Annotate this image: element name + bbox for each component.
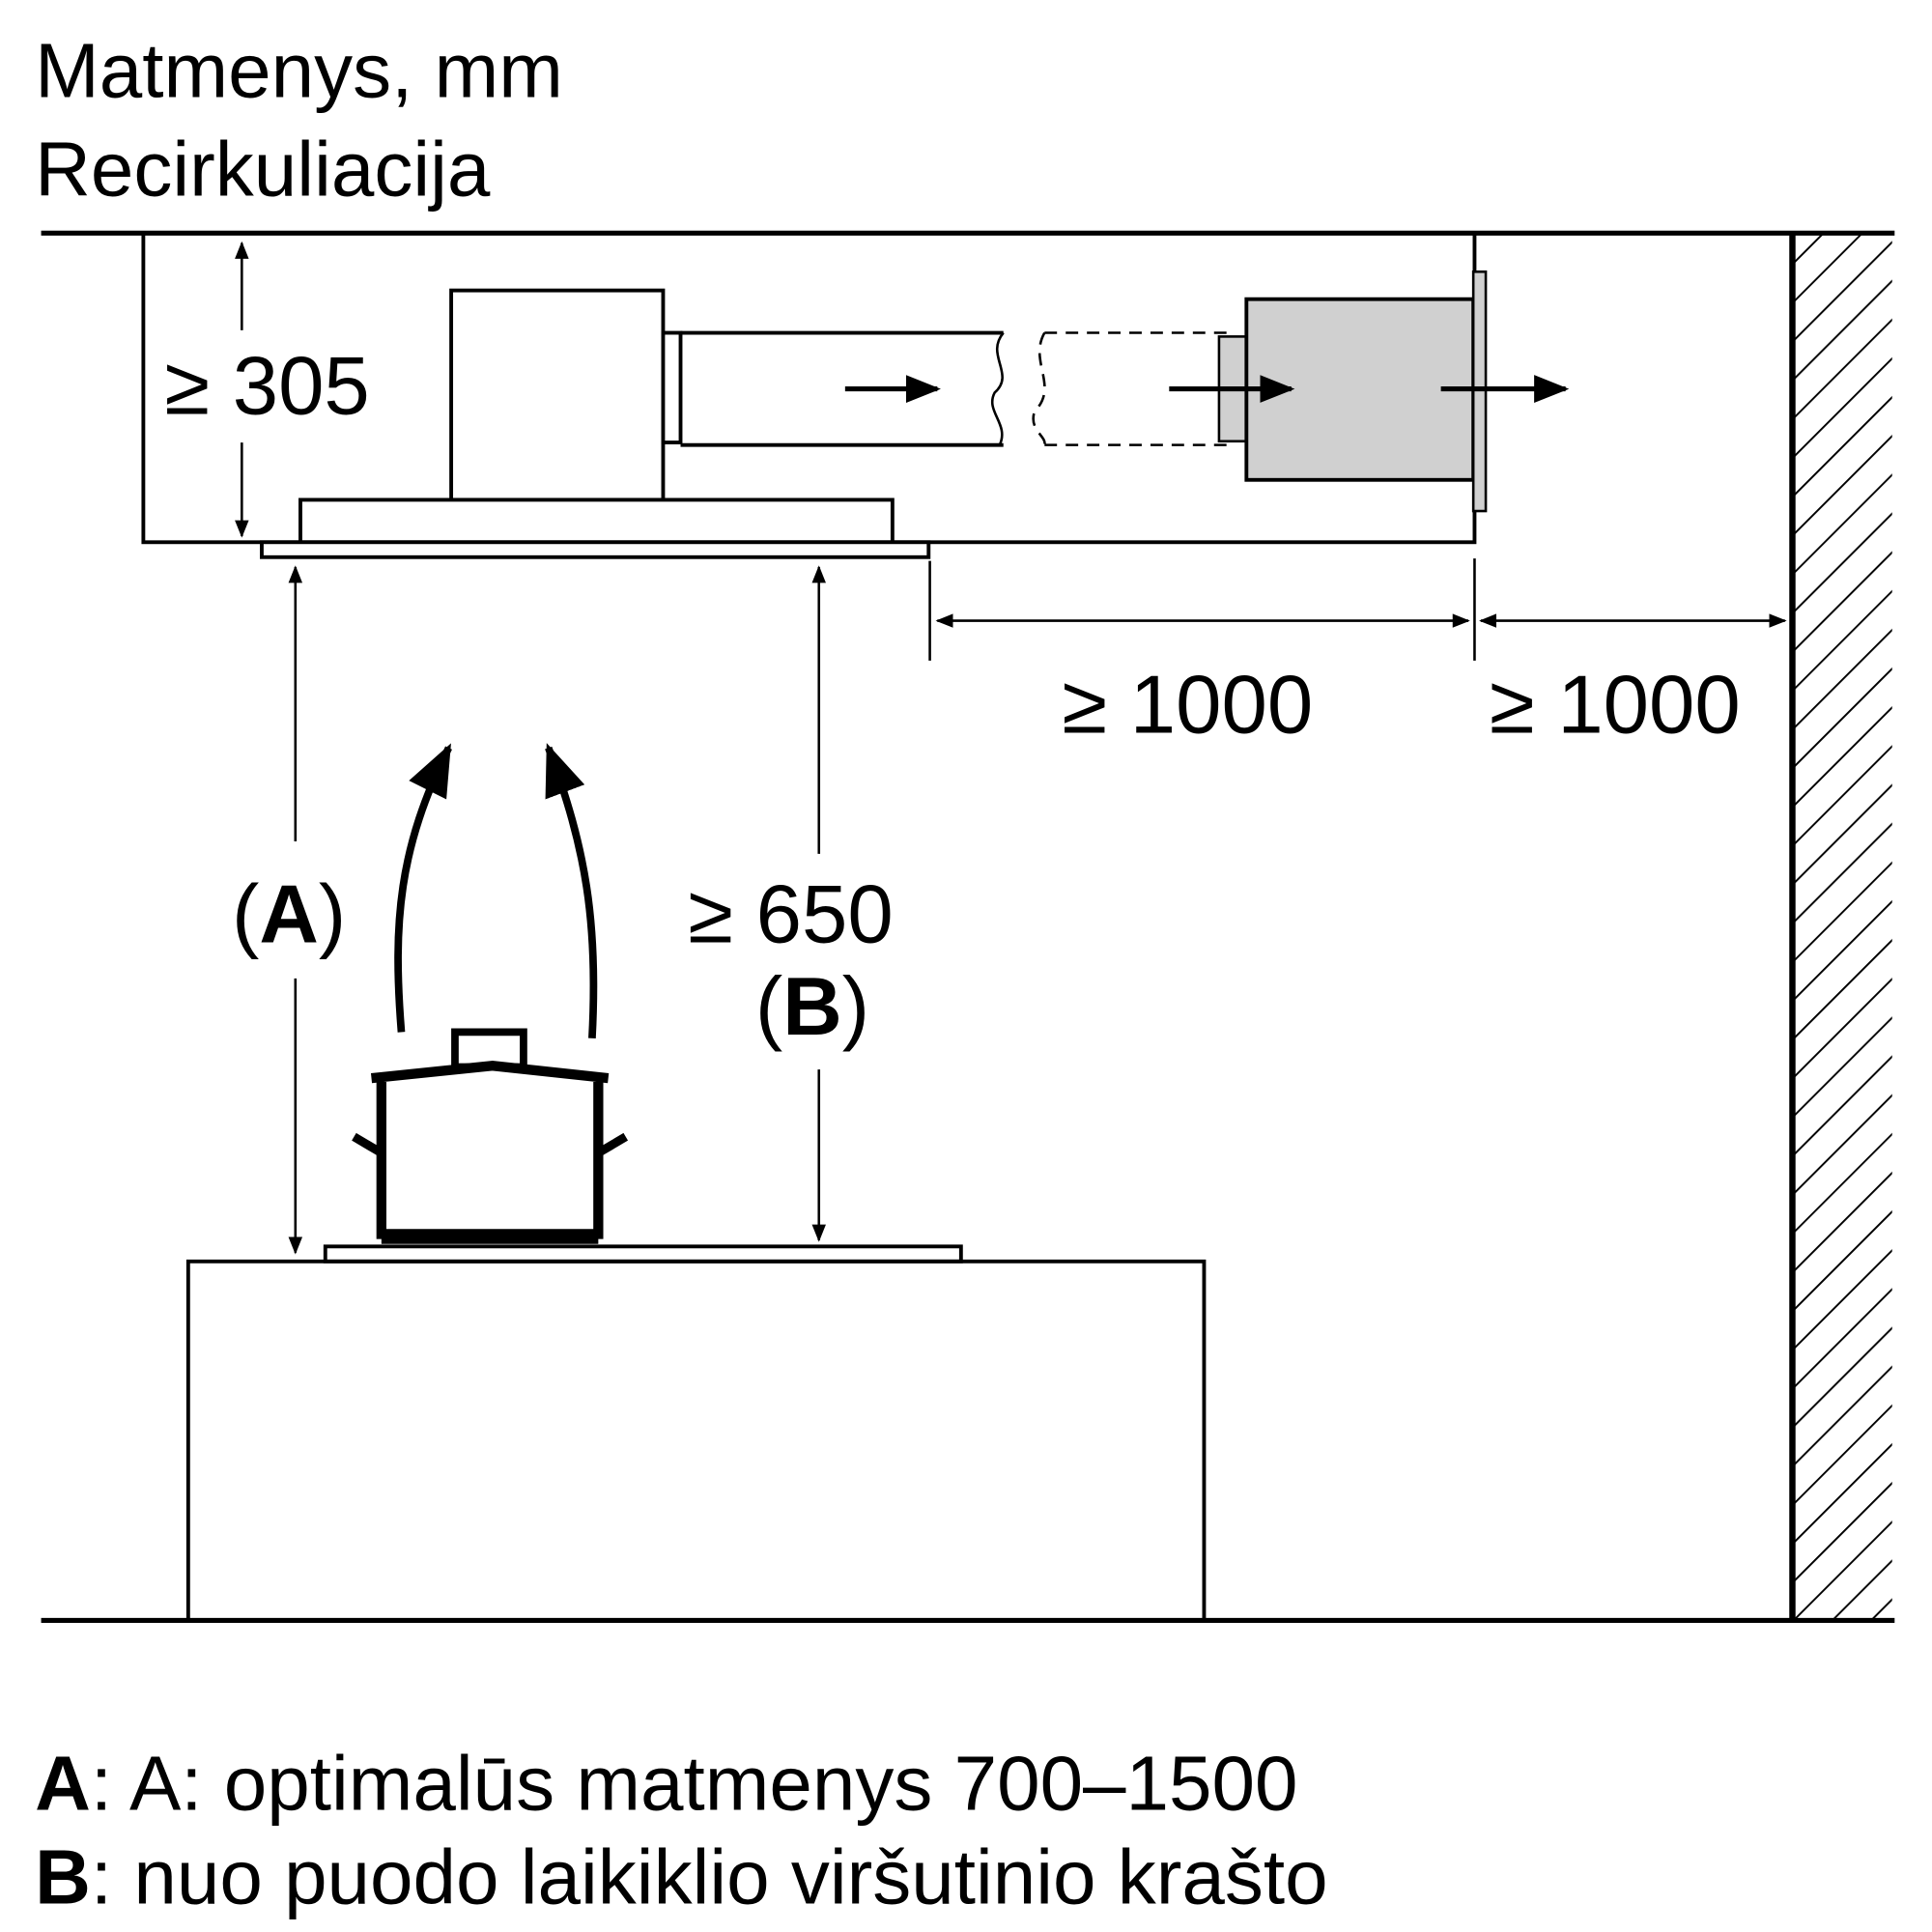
duct-break — [991, 331, 1005, 446]
dimension-650: ≥ 650 — [688, 868, 893, 960]
hood-panel — [260, 540, 931, 559]
legend-a: A: A: optimalūs matmenys 700–1500 — [35, 1741, 1297, 1827]
title-line1: Matmenys, mm — [35, 28, 563, 114]
duct — [680, 330, 1004, 447]
pot-icon — [352, 1028, 629, 1244]
outlet-grille — [1471, 270, 1488, 513]
cooktop — [323, 1244, 963, 1264]
legend-b: B: nuo puodo laikiklio viršutinio krašto — [35, 1833, 1327, 1919]
hood-motor-housing — [449, 288, 666, 502]
hood-body — [298, 497, 895, 545]
steam-arrow — [545, 743, 598, 1039]
kitchen-cabinet — [185, 1259, 1207, 1623]
dimension-305: ≥ 305 — [164, 340, 369, 432]
duct-collar — [661, 330, 683, 444]
dimension-1000-wall: ≥ 1000 — [1490, 660, 1741, 752]
dimension-label-b: B — [782, 961, 841, 1053]
dimension-1000-hood: ≥ 1000 — [1062, 660, 1313, 752]
svg-text:(A): (A) — [232, 868, 346, 960]
wall-hatch — [1792, 233, 1892, 1621]
title-line2: Recirkuliacija — [35, 127, 491, 213]
duct-dashed — [1032, 331, 1228, 446]
dimension-label-a: A — [259, 868, 319, 960]
steam-arrow — [394, 743, 452, 1033]
svg-text:(B): (B) — [755, 961, 869, 1053]
